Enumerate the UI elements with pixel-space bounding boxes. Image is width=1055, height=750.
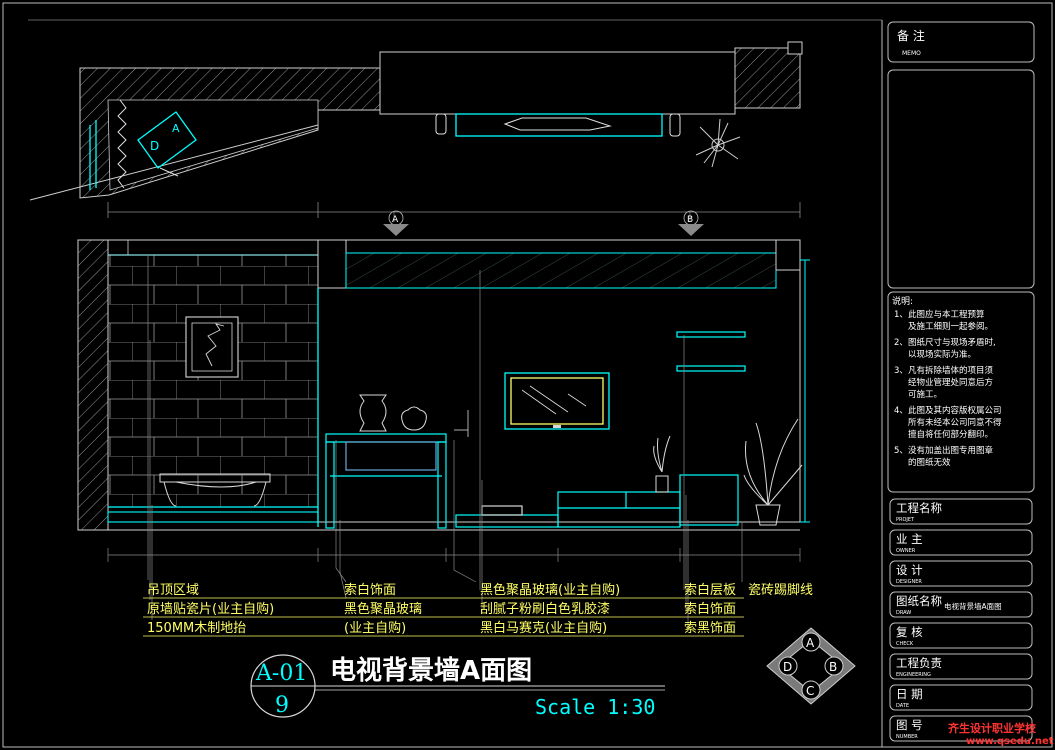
tv-icon (504, 372, 610, 430)
field-box (889, 653, 1033, 680)
note-line: 及施工细则一起参阅。 (908, 321, 993, 332)
note-line: 经物业管理处同意后方 (908, 377, 993, 388)
svg-text:A: A (806, 636, 815, 650)
tv-cabinet (455, 474, 739, 528)
note-line: 所有未经本公司同意不得 (908, 417, 1002, 428)
field-label: 复 核 (896, 625, 923, 639)
drawing-scale: Scale 1:30 (535, 695, 655, 719)
note-line: 此图及其内容版权属公司 (908, 405, 1002, 416)
memo-box: 备 注 MEMO (887, 21, 1035, 63)
label-wood-platform: 150MM木制地抬 (147, 621, 246, 636)
compass-icon: A B C D (766, 627, 856, 705)
note-line: 以现场实际为准。 (908, 349, 976, 360)
elevation-view (77, 239, 810, 628)
note-line: 可施工。 (908, 389, 942, 400)
field-box (889, 498, 1033, 525)
field-sub-label: OWNER (896, 548, 916, 554)
decor-plant-vase-icon (653, 435, 671, 493)
sheet-number: 9 (275, 693, 289, 718)
plant-top-view-icon (695, 118, 741, 168)
memo-area (887, 69, 1035, 289)
label-mosaic: 黑白马赛克(业主自购) (480, 620, 607, 636)
field-label: 图 号 (896, 718, 923, 732)
note-number: 5、 (894, 446, 908, 456)
svg-text:C: C (806, 684, 814, 698)
label-black-finish: 索黑饰面 (684, 621, 736, 636)
field-label: 工程负责 (896, 656, 942, 670)
field-box (889, 560, 1033, 587)
section-marker-a: A (383, 210, 409, 236)
note-line: 没有加盖出图专用图章 (908, 445, 994, 456)
ceiling-section: D A (29, 41, 803, 222)
drawing-title: 电视背景墙A面图 (330, 656, 532, 686)
label-white-finish-2: 索白饰面 (684, 601, 736, 617)
field-sub-label: ENGINEERING (896, 672, 931, 678)
note-line: 此图应与本工程预算 (908, 309, 985, 320)
note-number: 1、 (894, 310, 908, 320)
section-marker-b: B (678, 210, 704, 236)
field-label: 设 计 (896, 563, 923, 577)
svg-text:A: A (392, 215, 399, 225)
svg-text:A: A (172, 122, 180, 135)
field-label: 图纸名称 (896, 594, 942, 608)
field-sub-label: DESIGNER (896, 579, 922, 585)
field-sub-label: DRAW (896, 610, 911, 616)
field-sub-label: CHECK (896, 641, 914, 647)
note-line: 图纸尺寸与现场矛盾时, (908, 337, 996, 348)
field-box (889, 622, 1033, 649)
ceiling-spotlight-icon: D A (137, 111, 197, 177)
field-label: 工程名称 (896, 501, 942, 515)
svg-text:B: B (687, 215, 693, 225)
watermark: 齐生设计职业学校 www.qsedu.net (948, 721, 1054, 747)
console-table-icon (159, 473, 271, 507)
field-value: 电视背景墙A面图 (944, 601, 1002, 611)
svg-text:齐生设计职业学校: 齐生设计职业学校 (948, 721, 1037, 735)
label-wall-tile: 原墙贴瓷片(业主自购) (147, 601, 274, 617)
field-box (889, 684, 1033, 711)
label-white-shelf: 索白层板 (684, 582, 736, 598)
svg-text:B: B (829, 660, 837, 674)
cabinet (325, 433, 447, 529)
notes-box: 说明: 1、此图应与本工程预算及施工细则一起参阅。2、图纸尺寸与现场矛盾时,以现… (887, 291, 1035, 493)
label-black-glass: 黑色聚晶玻璃 (344, 601, 422, 617)
label-black-glass-owner: 黑色聚晶玻璃(业主自购) (480, 582, 620, 598)
note-number: 4、 (894, 406, 908, 416)
label-skirting: 瓷砖踢脚线 (748, 582, 813, 598)
field-label: 业 主 (896, 532, 923, 546)
potted-plant-icon (743, 418, 803, 526)
notes-title: 说明: (892, 295, 913, 307)
note-line: 擅自将任何部分翻印。 (908, 429, 993, 440)
field-box (889, 529, 1033, 556)
sheet-code: A-01 (255, 661, 307, 686)
label-latex-paint: 刮腻子粉刷白色乳胶漆 (480, 601, 610, 617)
field-sub-label: DATE (896, 703, 909, 709)
drawing-title-block: A-01 9 电视背景墙A面图 Scale 1:30 (250, 654, 665, 719)
field-box (889, 591, 1033, 618)
note-line: 凡有拆除墙体的项目须 (908, 365, 994, 376)
project-info-fields: 工程名称 PROJET 业 主 OWNER 设 计 DESIGNER 图纸名称 DRAW 电视背… (889, 498, 1033, 742)
note-number: 3、 (894, 366, 908, 376)
field-label: 日 期 (896, 687, 923, 701)
label-white-finish: 索白饰面 (344, 582, 396, 598)
framed-painting-icon (185, 316, 239, 378)
svg-text:备 注: 备 注 (897, 28, 925, 43)
field-sub-label: NUMBER (896, 734, 918, 740)
notes-list: 1、此图应与本工程预算及施工细则一起参阅。2、图纸尺寸与现场矛盾时,以现场实际为… (894, 309, 1002, 468)
material-labels: 吊顶区域 原墙贴瓷片(业主自购) 150MM木制地抬 索白饰面 黑色聚晶玻璃 (… (143, 582, 813, 637)
label-owner-supplied: (业主自购) (344, 620, 406, 636)
field-sub-label: PROJET (896, 517, 915, 523)
svg-text:D: D (150, 139, 159, 153)
note-number: 2、 (894, 338, 908, 348)
label-ceiling-zone: 吊顶区域 (147, 583, 199, 598)
svg-text:MEMO: MEMO (902, 50, 921, 57)
field-box (889, 715, 1033, 742)
vase-icon (359, 394, 427, 432)
svg-text:D: D (783, 660, 792, 674)
note-line: 的图纸无效 (908, 457, 951, 468)
svg-text:www.qsedu.net: www.qsedu.net (966, 736, 1054, 747)
